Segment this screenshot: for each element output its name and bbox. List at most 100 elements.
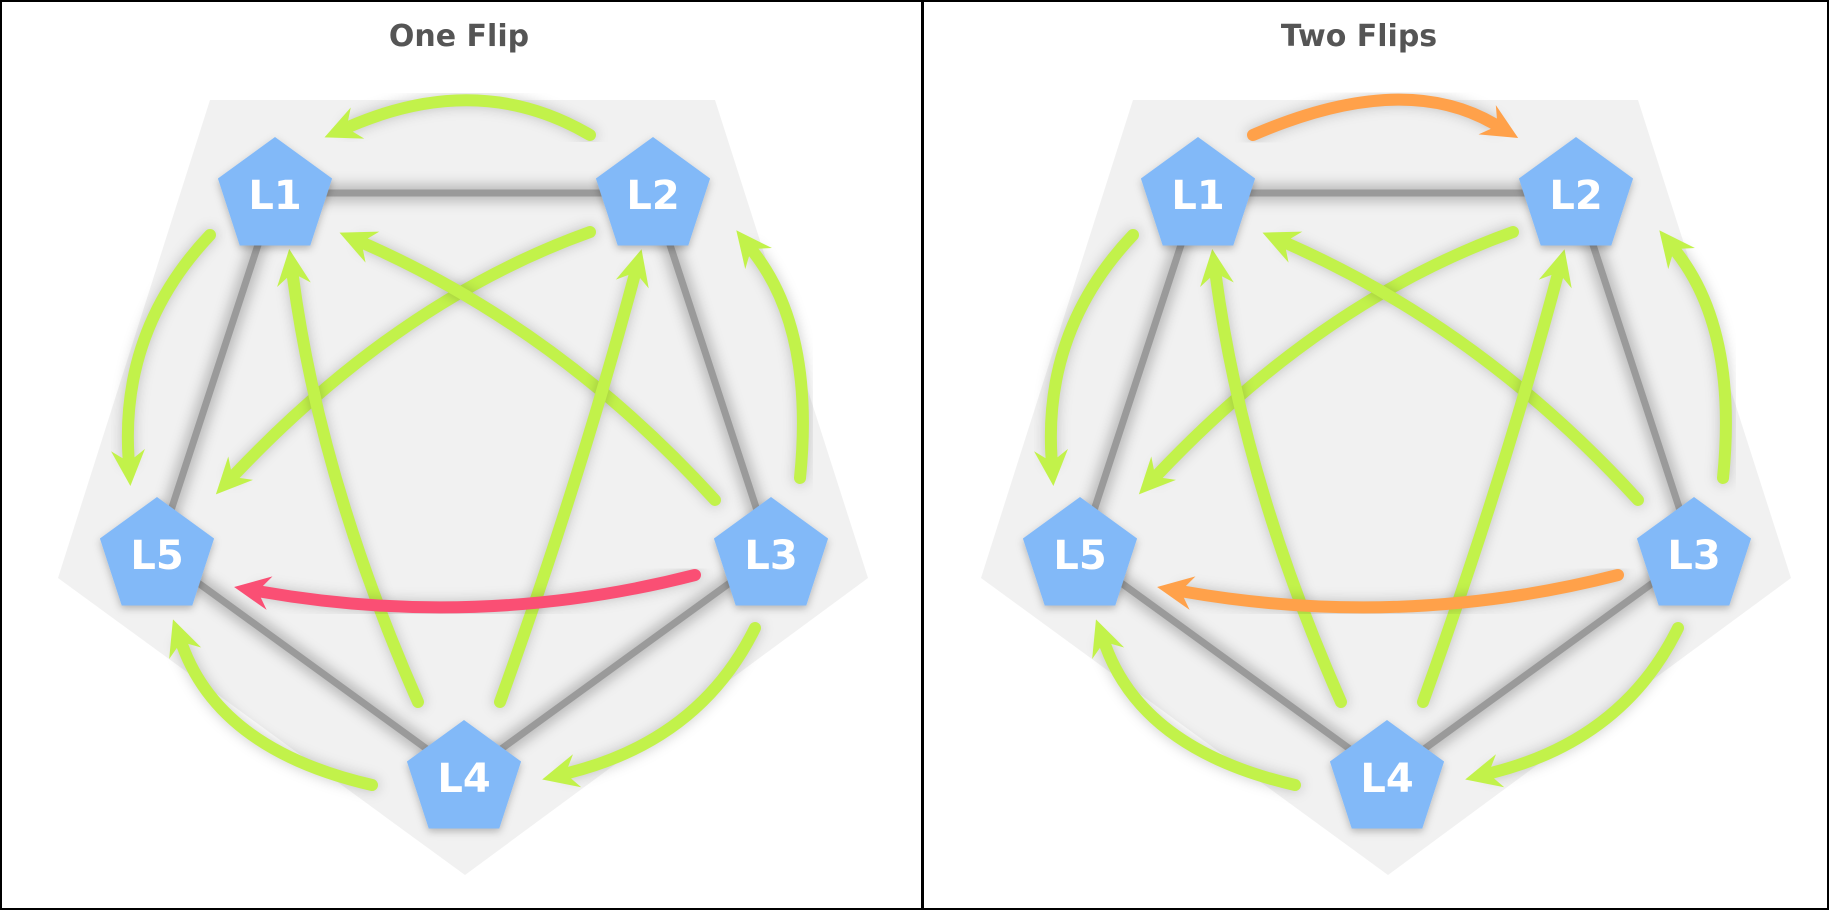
arrow-shaft	[562, 622, 761, 779]
arrow-head	[736, 230, 772, 270]
node-l2: L2	[595, 137, 711, 246]
node-l5: L5	[1022, 497, 1138, 606]
arrow-l4-to-l5	[1092, 619, 1302, 792]
arrow-l3-to-l5	[234, 568, 702, 615]
node-label: L3	[1667, 533, 1720, 579]
arrow-l3-to-l4	[542, 621, 762, 788]
arrow-l2-to-l5	[215, 225, 597, 495]
node-label: L4	[1360, 756, 1413, 802]
node-label: L2	[626, 173, 679, 219]
node-label: L2	[1549, 173, 1602, 219]
node-pentagon-icon	[1140, 137, 1256, 246]
edge-group	[111, 93, 810, 792]
arrow-l4-to-l1	[277, 249, 425, 709]
arrow-shaft	[228, 226, 596, 481]
node-l1: L1	[217, 137, 333, 246]
arrow-head	[1478, 105, 1519, 139]
background-pentagon	[58, 100, 868, 875]
arrow-l4-to-l2	[493, 249, 649, 709]
node-pentagon-icon	[1518, 137, 1634, 246]
panel-title: One Flip	[389, 19, 529, 54]
pentagon-outline	[146, 184, 782, 788]
arrow-head	[111, 448, 145, 486]
node-label: L5	[1053, 533, 1106, 579]
arrow-l3-to-l2	[1659, 230, 1733, 485]
outline-edge	[1075, 189, 1699, 781]
arrow-l3-to-l4	[1465, 621, 1685, 788]
node-pentagon-icon	[1636, 497, 1752, 606]
node-label: L3	[744, 533, 797, 579]
arrow-head	[1138, 456, 1176, 495]
arrow-shaft	[1417, 269, 1564, 708]
arrow-shaft	[286, 269, 424, 708]
pentagon-outline	[1069, 184, 1705, 788]
arrow-l4-to-l5	[169, 619, 379, 792]
arrow-head	[234, 576, 273, 610]
node-pentagon-icon	[595, 137, 711, 246]
node-pentagon-icon	[99, 497, 215, 606]
node-l5: L5	[99, 497, 215, 606]
arrow-l3-to-l1	[1262, 231, 1645, 507]
arrow-head	[1538, 249, 1572, 289]
node-pentagon-icon	[1022, 497, 1138, 606]
arrow-head	[615, 249, 649, 289]
arrow-shaft	[1247, 93, 1501, 141]
arrow-head	[1157, 576, 1196, 610]
arrow-shaft	[1177, 569, 1624, 614]
node-l1: L1	[1140, 137, 1256, 246]
arrow-l2-to-l5	[1138, 225, 1520, 495]
arrow-l1-to-l5	[111, 228, 217, 486]
arrow-shaft	[1281, 237, 1644, 506]
arrow-shaft	[176, 638, 378, 791]
arrow-l3-to-l5	[1157, 568, 1625, 615]
arrow-head	[1262, 231, 1303, 263]
arrow-head	[215, 456, 253, 495]
panel-title: Two Flips	[1281, 19, 1437, 54]
node-label: L5	[130, 533, 183, 579]
arrow-head	[277, 249, 311, 287]
arrow-head	[542, 754, 582, 788]
arrow-shaft	[254, 569, 701, 614]
arrow-shaft	[121, 229, 216, 466]
node-l4: L4	[406, 720, 522, 829]
arrow-l4-to-l2	[1416, 249, 1572, 709]
arrow-shaft	[358, 237, 721, 506]
arrow-head	[339, 231, 380, 263]
arrow-shaft	[1485, 622, 1684, 779]
arrow-shaft	[1670, 245, 1732, 484]
arrow-l4-to-l1	[1200, 249, 1348, 709]
node-pentagon-icon	[217, 137, 333, 246]
node-label: L1	[1171, 173, 1224, 219]
arrow-shaft	[1099, 638, 1301, 791]
arrow-shaft	[1044, 229, 1139, 466]
arrow-head	[1200, 249, 1234, 287]
node-pentagon-icon	[1329, 720, 1445, 829]
arrow-head	[1659, 230, 1695, 270]
node-l3: L3	[1636, 497, 1752, 606]
arrow-l1-to-l5	[1034, 228, 1140, 486]
arrow-shaft	[494, 269, 641, 708]
arrow-head	[1465, 754, 1505, 788]
arrow-l2-to-l1	[324, 93, 597, 142]
arrow-head	[324, 107, 365, 139]
node-l4: L4	[1329, 720, 1445, 829]
edge-group	[1034, 92, 1733, 792]
arrow-l3-to-l2	[736, 230, 810, 485]
node-l2: L2	[1518, 137, 1634, 246]
node-l3: L3	[713, 497, 829, 606]
node-pentagon-icon	[713, 497, 829, 606]
outline-edge	[152, 189, 776, 781]
arrow-head	[1092, 619, 1125, 659]
node-pentagon-icon	[406, 720, 522, 829]
arrow-head	[1034, 448, 1068, 486]
arrow-l1-to-l2	[1246, 92, 1519, 142]
arrow-shaft	[1151, 226, 1519, 481]
arrow-shaft	[1209, 269, 1347, 708]
arrow-l3-to-l1	[339, 231, 722, 507]
node-label: L4	[437, 756, 490, 802]
